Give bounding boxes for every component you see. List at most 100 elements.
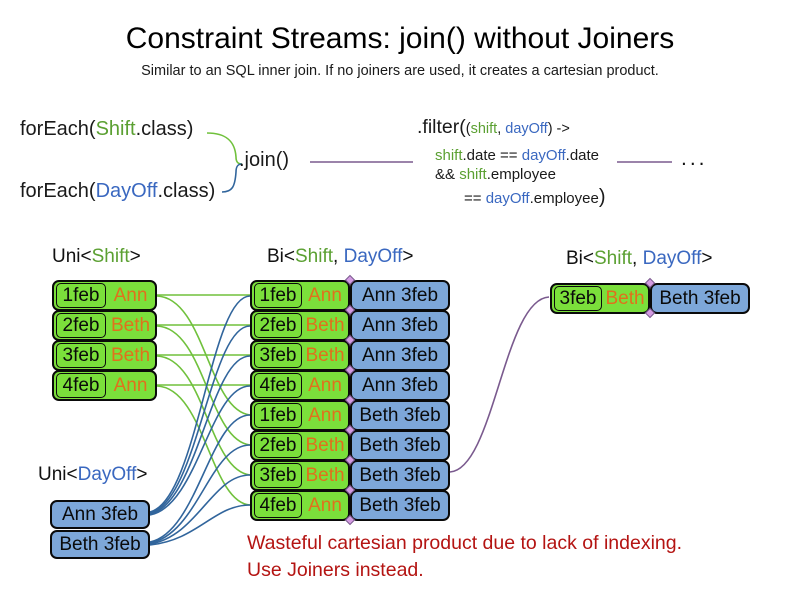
code-text: .date == [462,147,522,164]
shift-employee-cell: Beth [110,344,151,366]
bi-row-dayoff-part: Beth 3feb [350,460,450,491]
label-uni-dayoff: Uni<DayOff> [38,464,148,486]
dayoff-row: Ann 3feb [50,500,150,529]
label-text: > [136,464,148,485]
code-foreach-dayoff: forEach(DayOff.class) [20,180,215,203]
shift-employee-cell: Ann [308,284,342,306]
dayoff-arg-token: dayOff [505,121,548,137]
label-text: , [333,246,344,267]
shift-employee-cell: Beth [605,287,645,309]
label-text: > [402,246,414,267]
code-text: .class) [135,118,194,140]
shift-employee-cell: Beth [305,314,345,336]
label-shift-token: Shift [295,246,334,267]
warning-text: Wasteful cartesian product due to lack o… [247,530,682,584]
shift-date-cell: 3feb [56,343,106,368]
shift-employee-cell: Ann [308,494,342,516]
filter-open-token: .filter( [417,116,466,138]
brace-dayoff-line [221,163,243,193]
code-text: forEach( [20,180,96,202]
code-text: ( [465,121,471,137]
shift-date-cell: 3feb [554,286,602,311]
shift-date-cell: 3feb [254,343,302,368]
shift-employee-cell: Beth [305,344,345,366]
bi-row-dayoff-part: Ann 3feb [350,310,450,341]
code-text: .employee [486,166,556,183]
shift-employee-cell: Ann [308,404,342,426]
dayoff-token: dayOff [485,190,530,207]
code-text: .employee [529,190,599,207]
shift-date-cell: 3feb [254,463,302,488]
label-dayoff-token: DayOff [642,248,702,269]
bi-row-dayoff-part: Beth 3feb [350,400,450,431]
label-text: > [129,246,141,267]
warning-line2: Use Joiners instead. [247,559,424,581]
shift-row: 4feb Ann [52,370,157,401]
bi-row-dayoff-part: Ann 3feb [350,370,450,401]
subtitle: Similar to an SQL inner join. If no join… [141,63,659,79]
shift-date-cell: 4feb [254,493,302,518]
dayoff-row: Beth 3feb [50,530,150,559]
shift-date-cell: 1feb [254,283,302,308]
code-text: forEach( [20,118,96,140]
shift-date-cell: 2feb [56,313,106,338]
code-filter-line1: .filter((shift, dayOff) -> [417,116,570,139]
shift-employee-cell: Ann [113,284,148,306]
code-text: .date [565,147,600,164]
shift-row: 1feb Ann [52,280,157,311]
shift-date-cell: 2feb [254,433,302,458]
label-dayoff-token: DayOff [77,464,137,485]
label-text: Bi< [566,248,594,269]
match-to-result-line [449,296,550,473]
shift-token: shift [459,166,487,183]
label-text: > [701,248,713,269]
bi-row-dayoff-part: Beth 3feb [350,430,450,461]
label-text: , [632,248,643,269]
bi-row-shift-part: 1feb Ann [250,400,350,431]
page-title: Constraint Streams: join() without Joine… [125,22,675,55]
label-dayoff-token: DayOff [343,246,403,267]
continuation-ellipsis: ... [681,147,708,170]
code-text: , [497,121,506,137]
shift-arg-token: shift [470,121,498,137]
code-filter-line2: shift.date == dayOff.date [435,147,599,164]
close-paren-token: ) [598,186,606,208]
shift-employee-cell: Ann [308,374,342,396]
result-row-dayoff-part: Beth 3feb [650,283,750,314]
code-text: == [464,190,486,207]
dayoff-class-token: DayOff [95,180,158,202]
bi-row-shift-part: 4feb Ann [250,490,350,521]
shift-date-cell: 4feb [56,373,106,398]
bi-row-dayoff-part: Beth 3feb [350,490,450,521]
code-text: .class) [157,180,216,202]
brace-shift-line [206,132,243,165]
shift-token: shift [435,147,463,164]
shift-employee-cell: Beth [305,434,345,456]
shift-date-cell: 1feb [254,403,302,428]
bi-row-dayoff-part: Ann 3feb [350,340,450,371]
code-filter-line3: && shift.employee [435,166,556,183]
shift-employee-cell: Ann [113,374,148,396]
dayoff-token: dayOff [521,147,566,164]
code-text: && [435,166,460,183]
shift-date-cell: 2feb [254,313,302,338]
warning-line1: Wasteful cartesian product due to lack o… [247,532,683,554]
label-text: Uni< [38,464,78,485]
shift-class-token: Shift [95,118,136,140]
shift-date-cell: 1feb [56,283,106,308]
label-uni-shift: Uni<Shift> [52,246,141,268]
shift-employee-cell: Beth [305,464,345,486]
bi-row-dayoff-part: Ann 3feb [350,280,450,311]
code-join: .join() [239,149,290,171]
label-shift-token: Shift [91,246,130,267]
label-shift-token: Shift [594,248,633,269]
shift-employee-cell: Beth [110,314,151,336]
